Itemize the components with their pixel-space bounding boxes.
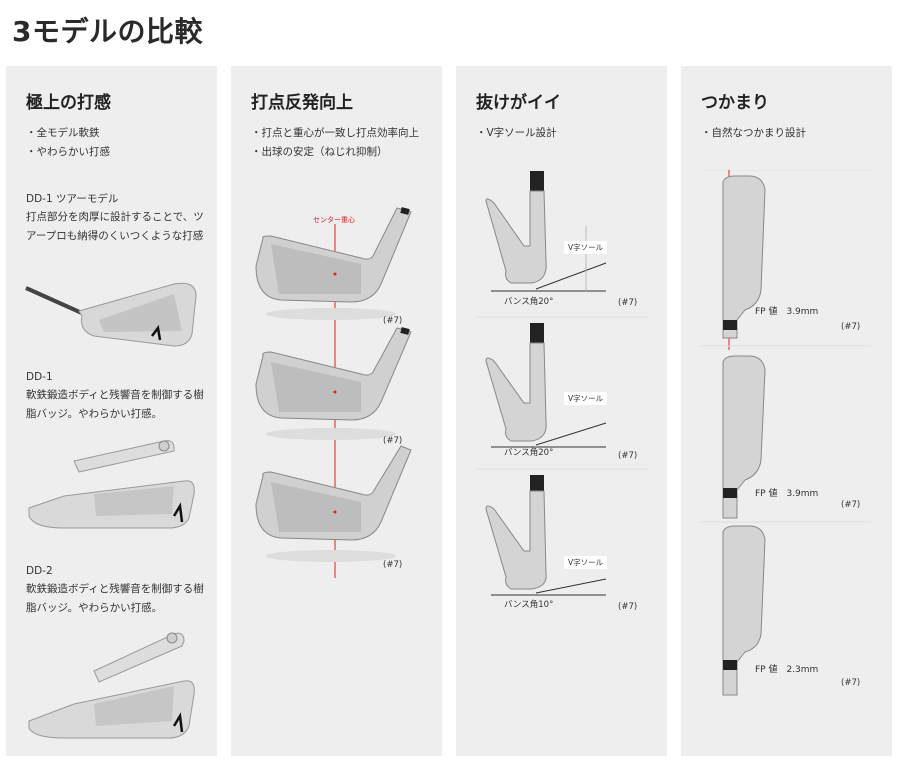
bounce-angle-label: バンス角10° bbox=[504, 600, 554, 610]
model-block: DD-1 ツアーモデル 打点部分を肉厚に設計することで、ツアープロも納得のくいつ… bbox=[26, 190, 204, 246]
model-description: 打点部分を肉厚に設計することで、ツアープロも納得のくいつくような打感 bbox=[26, 211, 204, 242]
column-grip: つかまり ・自然なつかまり設計 FP 値 3.9mm FP 値 3.9mm FP… bbox=[681, 66, 892, 756]
bullet-list: ・V字ソール設計 bbox=[476, 124, 656, 143]
club-number-label: (#7) bbox=[841, 322, 861, 332]
model-name: DD-2 bbox=[26, 565, 53, 577]
iron-head-image bbox=[24, 276, 204, 351]
column-title: つかまり bbox=[701, 93, 769, 113]
bullet-item: ・やわらかい打感 bbox=[26, 146, 110, 158]
bullet-item: ・打点と重心が一致し打点効率向上 bbox=[251, 127, 419, 139]
club-number-label: (#7) bbox=[841, 500, 861, 510]
iron-exploded-image bbox=[24, 436, 204, 531]
model-description: 軟鉄鍛造ボディと残響音を制御する樹脂バッジ。やわらかい打感。 bbox=[26, 389, 204, 420]
center-gravity-label: センター重心 bbox=[313, 215, 355, 224]
column-title: 抜けがイイ bbox=[476, 93, 561, 113]
sole-diagram bbox=[476, 171, 656, 621]
fp-value-label: FP 値 3.9mm bbox=[755, 489, 819, 499]
model-block: DD-1 軟鉄鍛造ボディと残響音を制御する樹脂バッジ。やわらかい打感。 bbox=[26, 368, 204, 424]
model-name: DD-1 bbox=[26, 371, 53, 383]
iron-exploded-image bbox=[24, 626, 204, 746]
club-number-label: (#7) bbox=[383, 436, 403, 446]
bullet-list: ・打点と重心が一致し打点効率向上 ・出球の安定（ねじれ抑制） bbox=[251, 124, 421, 162]
v-sole-label: V字ソール bbox=[564, 241, 608, 254]
page-title: 3モデルの比較 bbox=[12, 15, 203, 48]
club-number-label: (#7) bbox=[841, 678, 861, 688]
bullet-list: ・自然なつかまり設計 bbox=[701, 124, 881, 143]
bullet-list: ・全モデル軟鉄 ・やわらかい打感 bbox=[26, 124, 206, 162]
club-number-label: (#7) bbox=[618, 602, 638, 612]
club-number-label: (#7) bbox=[618, 298, 638, 308]
bullet-item: ・全モデル軟鉄 bbox=[26, 127, 100, 139]
model-name: DD-1 ツアーモデル bbox=[26, 193, 119, 205]
bounce-angle-label: バンス角20° bbox=[504, 297, 554, 307]
column-rebound: 打点反発向上 ・打点と重心が一致し打点効率向上 ・出球の安定（ねじれ抑制） セン… bbox=[231, 66, 442, 756]
club-number-label: (#7) bbox=[383, 560, 403, 570]
iron-face-diagram: センター重心 bbox=[251, 206, 431, 586]
column-title: 打点反発向上 bbox=[251, 93, 353, 113]
column-feel: 極上の打感 ・全モデル軟鉄 ・やわらかい打感 DD-1 ツアーモデル 打点部分を… bbox=[6, 66, 217, 756]
offset-diagram bbox=[701, 170, 881, 700]
v-sole-label: V字ソール bbox=[564, 556, 608, 569]
fp-value-label: FP 値 2.3mm bbox=[755, 665, 819, 675]
club-number-label: (#7) bbox=[383, 316, 403, 326]
bullet-item: ・出球の安定（ねじれ抑制） bbox=[251, 146, 388, 158]
model-block: DD-2 軟鉄鍛造ボディと残響音を制御する樹脂バッジ。やわらかい打感。 bbox=[26, 562, 204, 618]
column-sole: 抜けがイイ ・V字ソール設計 V字ソール V字ソール V字ソール バン bbox=[456, 66, 667, 756]
model-description: 軟鉄鍛造ボディと残響音を制御する樹脂バッジ。やわらかい打感。 bbox=[26, 583, 204, 614]
column-title: 極上の打感 bbox=[26, 93, 111, 113]
bounce-angle-label: バンス角20° bbox=[504, 448, 554, 458]
v-sole-label: V字ソール bbox=[564, 392, 608, 405]
club-number-label: (#7) bbox=[618, 451, 638, 461]
bullet-item: ・自然なつかまり設計 bbox=[701, 127, 806, 139]
bullet-item: ・V字ソール設計 bbox=[476, 127, 557, 139]
fp-value-label: FP 値 3.9mm bbox=[755, 307, 819, 317]
